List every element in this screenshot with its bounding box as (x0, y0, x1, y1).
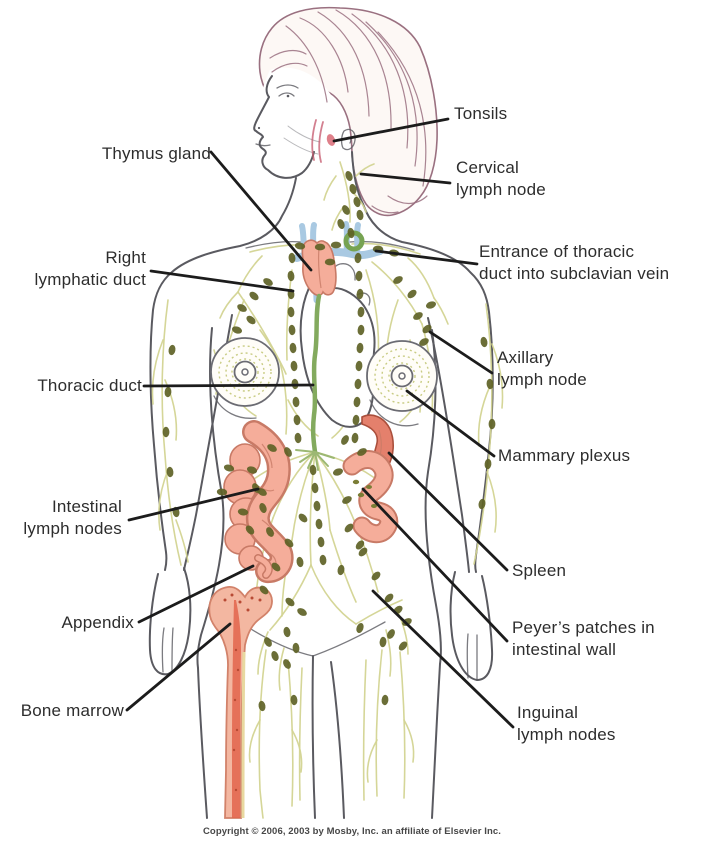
leader-thymus-gland (209, 150, 313, 272)
body-outline (148, 151, 494, 819)
leader-cervical-lymph-node (359, 172, 452, 185)
leader-spleen (387, 451, 509, 572)
leader-thoracic-duct (142, 383, 315, 388)
label-inguinal-lymph-nodes: Inguinal lymph nodes (517, 703, 616, 744)
label-appendix: Appendix (61, 613, 134, 632)
breast-right (366, 340, 438, 427)
label-spleen: Spleen (512, 561, 567, 580)
thoracic-duct-organ (295, 293, 335, 471)
label-cervical-lymph-node: Cervical lymph node (456, 158, 546, 199)
intestines (223, 420, 294, 583)
label-thymus-gland: Thymus gland (101, 144, 211, 163)
label-right-lymphatic-duct: Right lymphatic duct (34, 248, 146, 289)
leader-right-lymphatic-duct (149, 269, 295, 293)
label-bone-marrow: Bone marrow (20, 701, 124, 720)
leader-lines (125, 117, 515, 729)
label-intestinal-lymph-nodes: Intestinal lymph nodes (23, 497, 122, 538)
label-mammary-plexus: Mammary plexus (498, 446, 631, 465)
breast-left (210, 337, 280, 419)
lymph-nodes (162, 170, 496, 712)
leader-entrance-thoracic-duct (374, 249, 479, 266)
leader-tonsils (332, 117, 450, 143)
organs (208, 221, 438, 819)
label-peyers-patches: Peyer’s patches in intestinal wall (512, 618, 655, 659)
leader-mammary-plexus (405, 389, 496, 458)
leader-inguinal-lymph-nodes (371, 589, 515, 729)
heart (299, 280, 376, 428)
label-axillary-lymph-node: Axillary lymph node (497, 348, 587, 389)
hair-strands (269, 9, 428, 214)
tonsil-spot (326, 134, 336, 146)
label-entrance-thoracic-duct: Entrance of thoracic duct into subclavia… (479, 242, 670, 283)
marrow-speckles (223, 593, 262, 792)
copyright-text: Copyright © 2006, 2003 by Mosby, Inc. an… (202, 826, 502, 837)
label-tonsils: Tonsils (454, 104, 508, 123)
label-thoracic-duct: Thoracic duct (37, 376, 142, 395)
leader-peyers-patches (361, 487, 509, 643)
hair (258, 6, 438, 217)
leader-bone-marrow (125, 622, 232, 712)
leader-appendix (137, 564, 255, 624)
leader-axillary-lymph-node (428, 330, 494, 375)
small-intestine (342, 450, 399, 544)
femur-bone (208, 586, 273, 819)
leader-intestinal-lymph-nodes (127, 487, 260, 522)
